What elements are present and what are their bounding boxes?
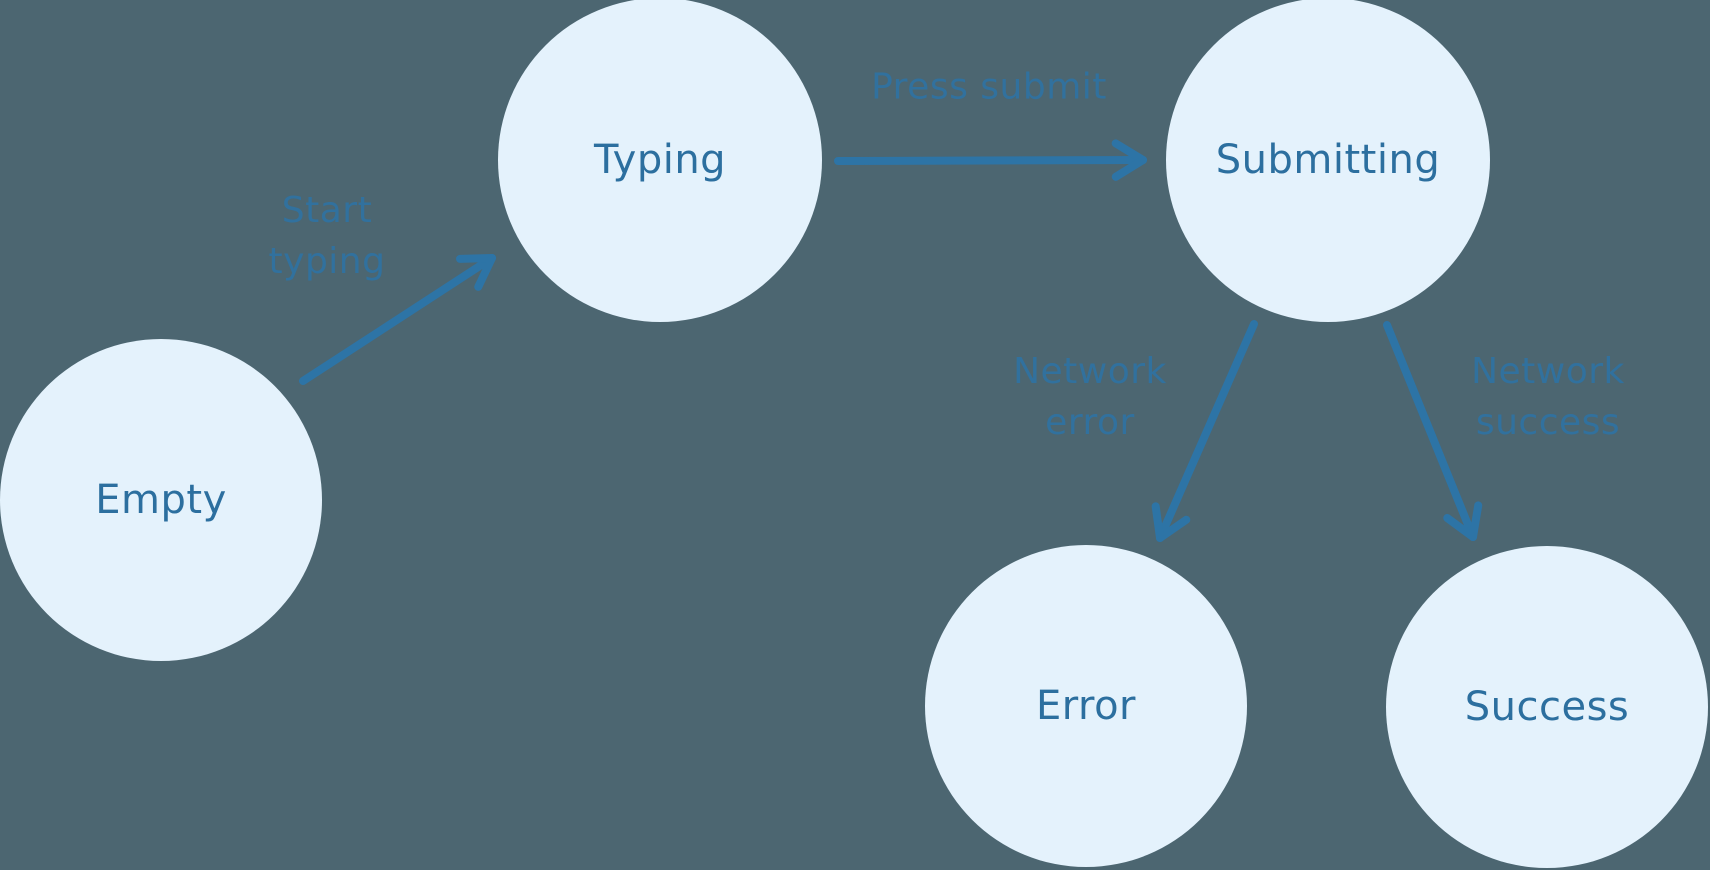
transition-arrow-network-success <box>1383 321 1483 541</box>
arrowhead-icon <box>474 254 496 291</box>
arrowhead-icon <box>1443 514 1477 541</box>
arrowhead-icon <box>1111 156 1147 181</box>
transition-arrow-network-error <box>1151 320 1258 542</box>
transition-arrow-press-submit <box>834 139 1147 181</box>
arrowhead-icon <box>1156 515 1191 542</box>
transition-arrow-start-typing <box>299 254 496 385</box>
arrowhead-icon <box>1111 139 1147 164</box>
arrowhead-icon <box>1469 501 1483 541</box>
arrowhead-icon <box>456 254 496 263</box>
arrowhead-icon <box>1151 502 1164 542</box>
